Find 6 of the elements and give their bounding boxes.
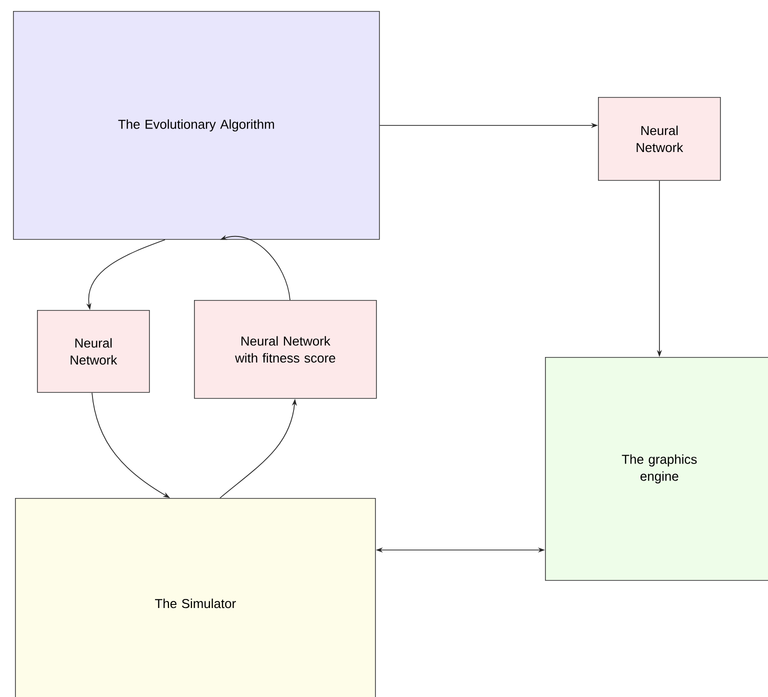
data-box: Neural Network <box>598 97 721 181</box>
process-box: The Simulator <box>15 498 376 697</box>
data-box: Neural Network <box>37 310 150 393</box>
process-box: The graphics engine <box>545 357 768 581</box>
data-box: Neural Network with fitness score <box>194 300 377 399</box>
process-box: The Evolutionary Algorithm <box>13 11 380 240</box>
